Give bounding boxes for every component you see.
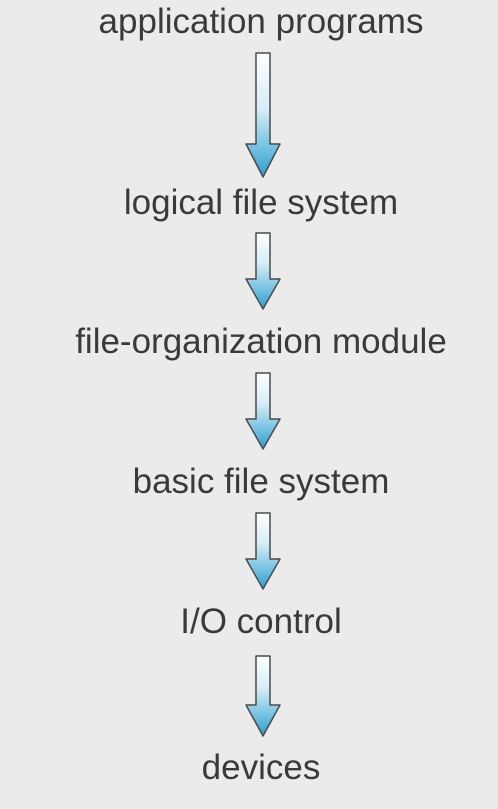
layer-application-programs: application programs	[98, 2, 424, 41]
down-arrow-icon	[245, 372, 281, 450]
down-arrow-icon	[245, 655, 281, 737]
layer-file-organization-module: file-organization module	[75, 322, 447, 361]
layer-io-control: I/O control	[180, 602, 342, 641]
down-arrow-icon	[245, 232, 281, 310]
down-arrow-icon	[245, 512, 281, 590]
down-arrow-icon	[245, 52, 281, 178]
layer-logical-file-system: logical file system	[123, 183, 399, 222]
layer-devices: devices	[201, 748, 321, 787]
layer-basic-file-system: basic file system	[132, 462, 390, 501]
